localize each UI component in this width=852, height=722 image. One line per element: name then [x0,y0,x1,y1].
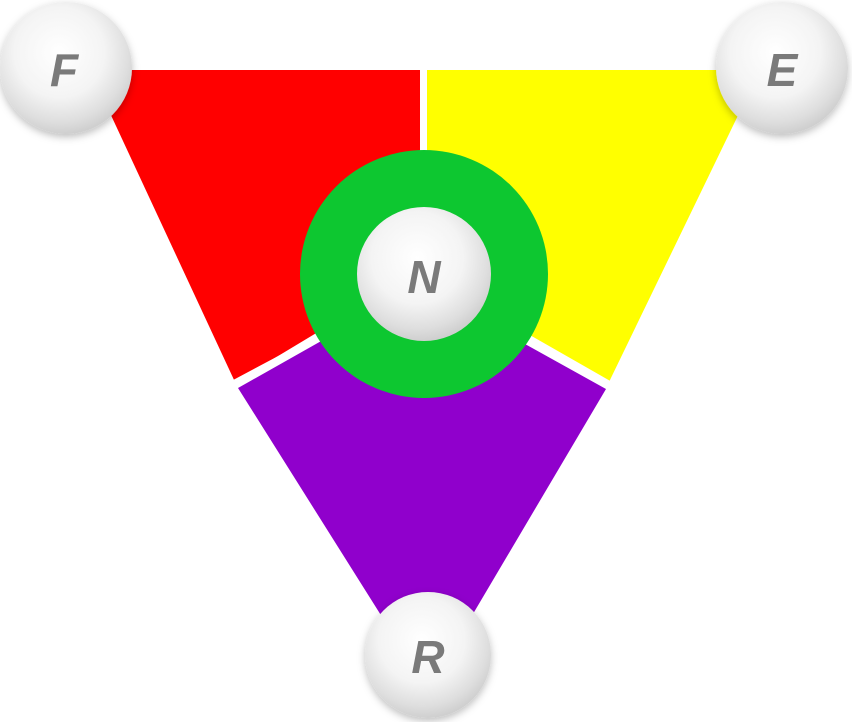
node-label-top-left: F [50,44,80,96]
sphere-top-right [716,2,848,134]
node-center: N [357,207,491,341]
region-top-left [90,70,420,382]
node-label-center: N [407,251,441,303]
node-top-right: E [716,2,848,134]
node-label-bottom: R [411,631,444,683]
sphere-center [357,207,491,341]
region-bottom [238,340,606,690]
divider-left [230,331,328,387]
sphere-top-left [0,2,132,134]
node-label-top-right: E [767,44,799,96]
node-top-left: F [0,2,132,134]
region-top-right [427,70,760,382]
divider-right [520,331,615,389]
node-bottom: R [365,592,491,718]
sphere-bottom [365,592,491,718]
